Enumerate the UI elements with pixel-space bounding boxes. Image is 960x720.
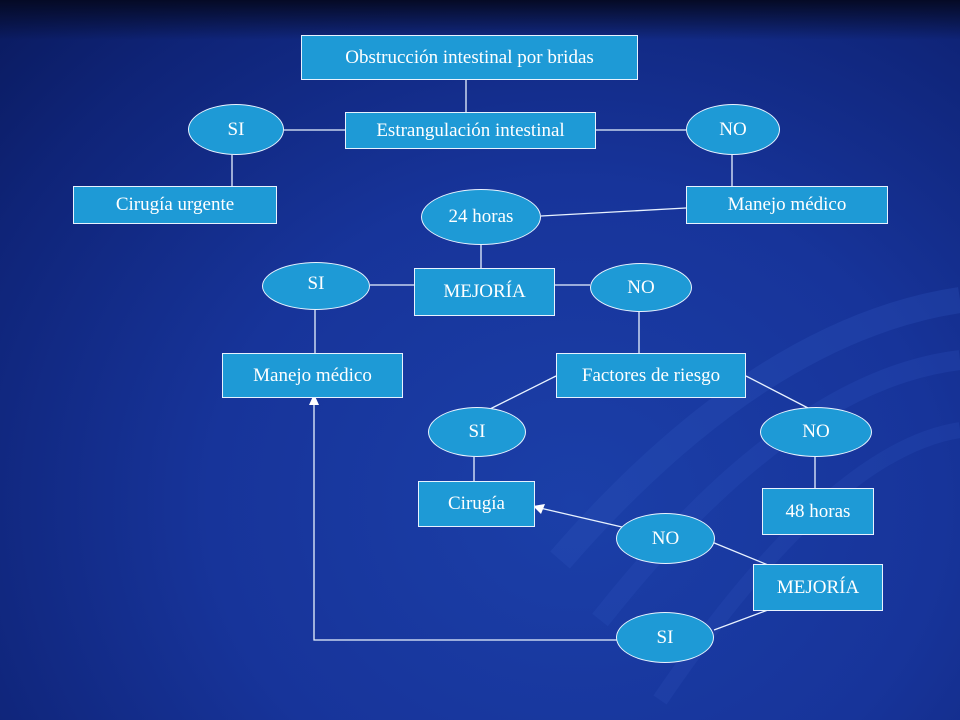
node-medical-management-2: Manejo médico bbox=[222, 353, 403, 398]
node-improvement-2: MEJORÍA bbox=[753, 564, 883, 611]
connector bbox=[706, 539, 769, 566]
connector bbox=[487, 375, 557, 411]
oval-no-final: NO bbox=[616, 513, 715, 564]
node-improvement-1: MEJORÍA bbox=[414, 268, 555, 316]
arrowhead-icon bbox=[533, 504, 545, 514]
connector bbox=[745, 375, 809, 409]
node-obstruction: Obstrucción intestinal por bridas bbox=[301, 35, 638, 80]
oval-yes-risk: SI bbox=[428, 407, 526, 457]
arrowhead-icon bbox=[309, 394, 319, 405]
oval-no-strangulation: NO bbox=[686, 104, 780, 155]
connector bbox=[713, 609, 769, 631]
node-medical-management-1: Manejo médico bbox=[686, 186, 888, 224]
background-top-shade bbox=[0, 0, 960, 40]
node-surgery: Cirugía bbox=[418, 481, 535, 527]
node-strangulation: Estrangulación intestinal bbox=[345, 112, 596, 149]
connector bbox=[539, 507, 623, 528]
oval-yes-strangulation: SI bbox=[188, 104, 284, 155]
connector bbox=[313, 402, 618, 641]
connector bbox=[540, 207, 687, 217]
node-48-hours: 48 horas bbox=[762, 488, 874, 535]
oval-no-improvement: NO bbox=[590, 263, 692, 312]
oval-no-risk: NO bbox=[760, 407, 872, 457]
node-urgent-surgery: Cirugía urgente bbox=[73, 186, 277, 224]
node-risk-factors: Factores de riesgo bbox=[556, 353, 746, 398]
oval-yes-final: SI bbox=[616, 612, 714, 663]
oval-yes-improvement: SI bbox=[262, 262, 370, 310]
oval-24-hours: 24 horas bbox=[421, 189, 541, 245]
